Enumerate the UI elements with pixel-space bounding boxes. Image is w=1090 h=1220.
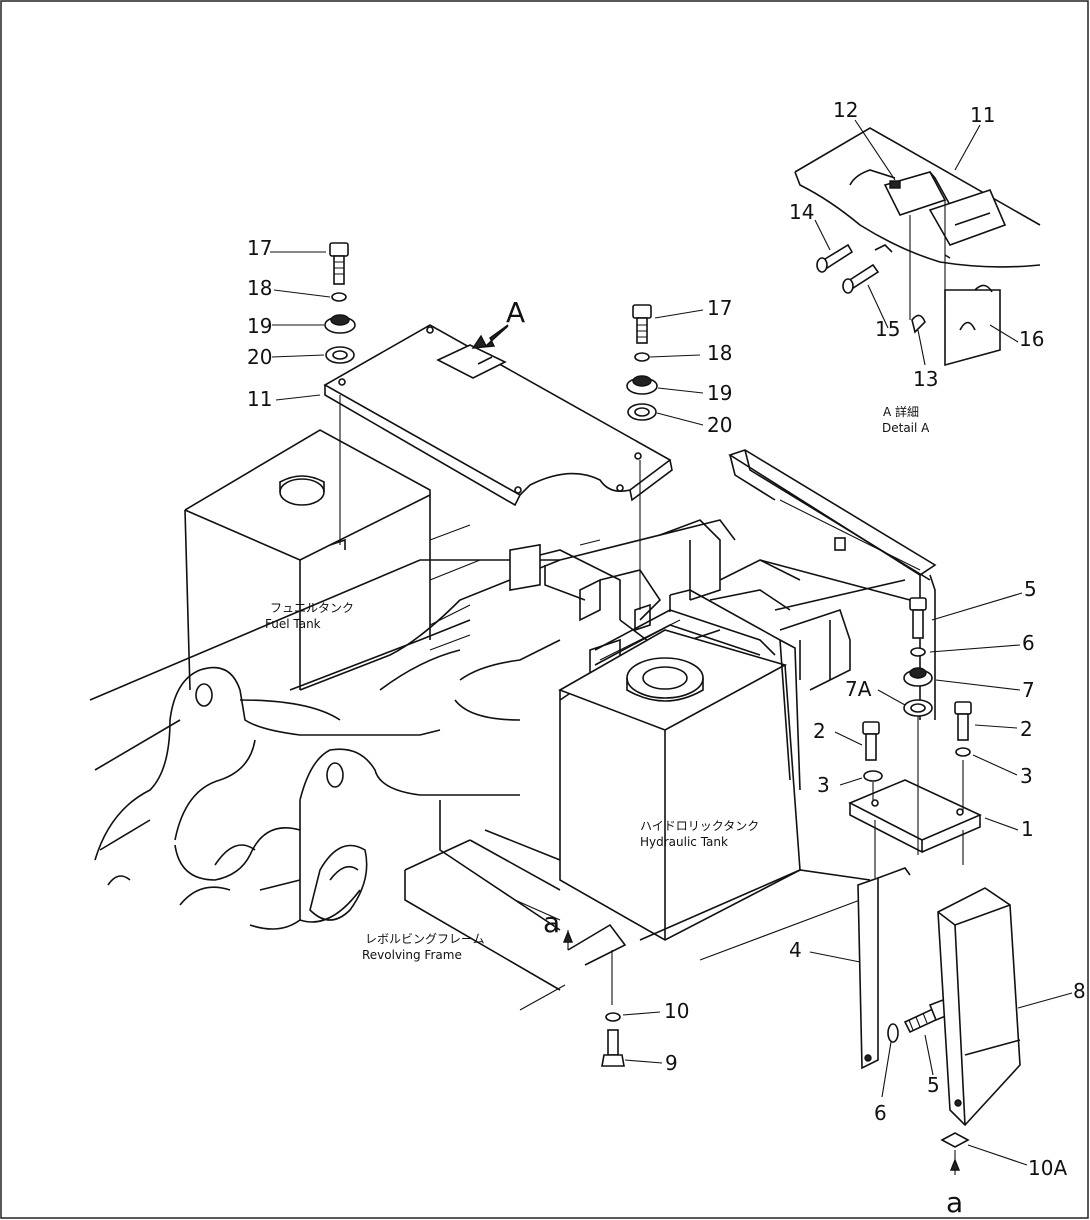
callout-7a: 7A: [845, 677, 872, 701]
bolt-shank-icon: [865, 733, 877, 761]
bolt-icon: [909, 597, 927, 611]
lower-fastener: 10 9 a: [543, 906, 689, 1075]
fuel-tank: フュエルタンク Fuel Tank: [184, 429, 561, 691]
view-arrow-a: A: [471, 296, 525, 349]
detail-label-jp: A 詳細: [883, 404, 919, 419]
hydraulic-tank: ハイドロリックタンク Hydraulic Tank: [558, 629, 801, 941]
callout-16: 16: [1019, 327, 1044, 351]
support-frame: [594, 589, 801, 791]
plate-icon: [940, 1132, 970, 1148]
hydraulic-tank-label-en: Hydraulic Tank: [640, 835, 728, 849]
callout-13: 13: [913, 367, 938, 391]
top-cover: [323, 324, 673, 610]
view-arrow-letter: A: [506, 296, 525, 329]
boom-bracket: [94, 649, 520, 930]
hydraulic-tank-label-jp: ハイドロリックタンク: [640, 819, 759, 833]
bolt-icon: [632, 304, 652, 319]
bolt-shank-icon: [957, 713, 969, 741]
detail-label-en: Detail A: [882, 421, 930, 435]
washer-icon: [955, 747, 971, 757]
washer-icon: [910, 647, 926, 657]
callout-8: 8: [1073, 979, 1086, 1003]
washer-icon: [903, 699, 933, 717]
callout-3-right: 3: [1020, 764, 1033, 788]
callout-1: 1: [1021, 817, 1034, 841]
callout-6-lower: 6: [874, 1101, 887, 1125]
callout-5-upper: 5: [1024, 577, 1037, 601]
washer-icon: [605, 1012, 621, 1022]
bolt-icon: [329, 242, 349, 257]
bracket-assembly: 5 6 7 7A 2 3 2 3 1 4 8 5 6 10A a: [789, 577, 1086, 1219]
lock-washer-icon: [331, 292, 347, 302]
bolt-icon: [862, 721, 880, 735]
washer-icon: [627, 403, 657, 421]
callout-7: 7: [1022, 678, 1035, 702]
callout-19-right: 19: [707, 381, 732, 405]
left-fastener-stack: 17 18 19 20 11: [247, 236, 356, 411]
callout-15: 15: [875, 317, 900, 341]
bolt-shank-icon: [912, 609, 924, 639]
callout-6-upper: 6: [1022, 631, 1035, 655]
bolt-shank-icon: [607, 1029, 619, 1056]
callout-4: 4: [789, 938, 802, 962]
callout-20-right: 20: [707, 413, 732, 437]
washer-icon: [325, 346, 355, 364]
bolt-icon: [601, 1054, 625, 1067]
callout-5-lower: 5: [927, 1073, 940, 1097]
revolving-frame-label-en: Revolving Frame: [362, 948, 462, 962]
callout-2-left: 2: [813, 719, 826, 743]
revolving-frame-label: レボルビングフレーム Revolving Frame: [362, 932, 485, 962]
washer-icon: [887, 1023, 899, 1043]
bolt-icon: [954, 701, 972, 715]
section-mark-upper: a: [543, 906, 560, 939]
callout-20-left: 20: [247, 345, 272, 369]
callout-18-right: 18: [707, 341, 732, 365]
callout-17-right: 17: [707, 296, 732, 320]
right-fastener-stack: 17 18 19 20: [626, 296, 732, 437]
callout-17-left: 17: [247, 236, 272, 260]
revolving-frame-label-jp: レボルビングフレーム: [365, 932, 485, 946]
fuel-tank-label-jp: フュエルタンク: [270, 601, 354, 615]
fuel-tank-label-en: Fuel Tank: [265, 617, 321, 631]
callout-10: 10: [664, 999, 689, 1023]
section-mark-lower: a: [946, 1186, 963, 1219]
callout-9: 9: [665, 1051, 678, 1075]
callout-12: 12: [833, 98, 858, 122]
washer-icon: [863, 770, 883, 782]
callout-3-left: 3: [817, 773, 830, 797]
callout-18-left: 18: [247, 276, 272, 300]
lock-washer-icon: [634, 352, 650, 362]
callout-10a: 10A: [1028, 1156, 1067, 1180]
callout-19-left: 19: [247, 314, 272, 338]
callout-2-right: 2: [1020, 717, 1033, 741]
callout-14: 14: [789, 200, 814, 224]
detail-a: 12 11 14 15 13 16 A 詳細 Detail A: [789, 98, 1044, 435]
bolt-shank-icon: [333, 255, 345, 285]
callout-11-detail: 11: [970, 103, 995, 127]
callout-11-main: 11: [247, 387, 272, 411]
